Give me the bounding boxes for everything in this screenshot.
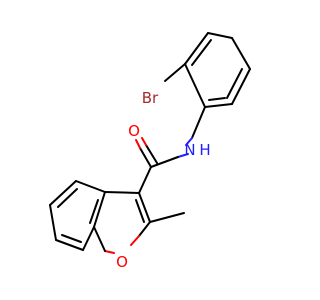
bond [55,239,84,251]
bromophenyl-ring [184,32,251,108]
bond-double-inner [61,234,82,243]
bond [82,226,95,251]
bond [184,32,209,65]
bond [138,221,151,237]
bond [164,63,186,82]
bond [104,191,140,194]
bond [204,103,233,108]
bond [150,156,179,168]
bond [130,235,140,246]
bond [93,191,106,228]
bond [49,204,57,241]
bond [138,166,152,194]
bond [231,37,251,70]
bond-double-inner [135,199,145,223]
bond [185,137,193,146]
amide-hydrogen-label: H [199,141,210,159]
bond-double-inner [208,97,226,101]
molecule-structure-diagram: Br N H O O [49,32,251,271]
bond [184,63,206,108]
bond [104,250,115,254]
bond-double-inner [57,188,78,208]
bond [231,68,251,105]
bond-double-inner [226,68,243,99]
bond-double-inner [89,199,99,224]
bond-double-inner [191,39,212,66]
bond [139,147,152,168]
nitrogen-label: N [184,141,195,159]
bond [191,106,206,139]
carbonyl-oxygen-label: O [128,122,140,140]
bond [75,180,106,193]
methyl-bond [149,212,185,223]
furan-oxygen-label: O [116,253,128,271]
bond [138,192,151,223]
bromine-label: Br [142,89,159,107]
bond [49,180,77,206]
bond [145,144,158,164]
bond [141,137,147,146]
benzofuran-ring [49,180,151,254]
bond [177,153,189,158]
bond [135,139,141,149]
bond [207,32,233,39]
bond [93,226,106,252]
